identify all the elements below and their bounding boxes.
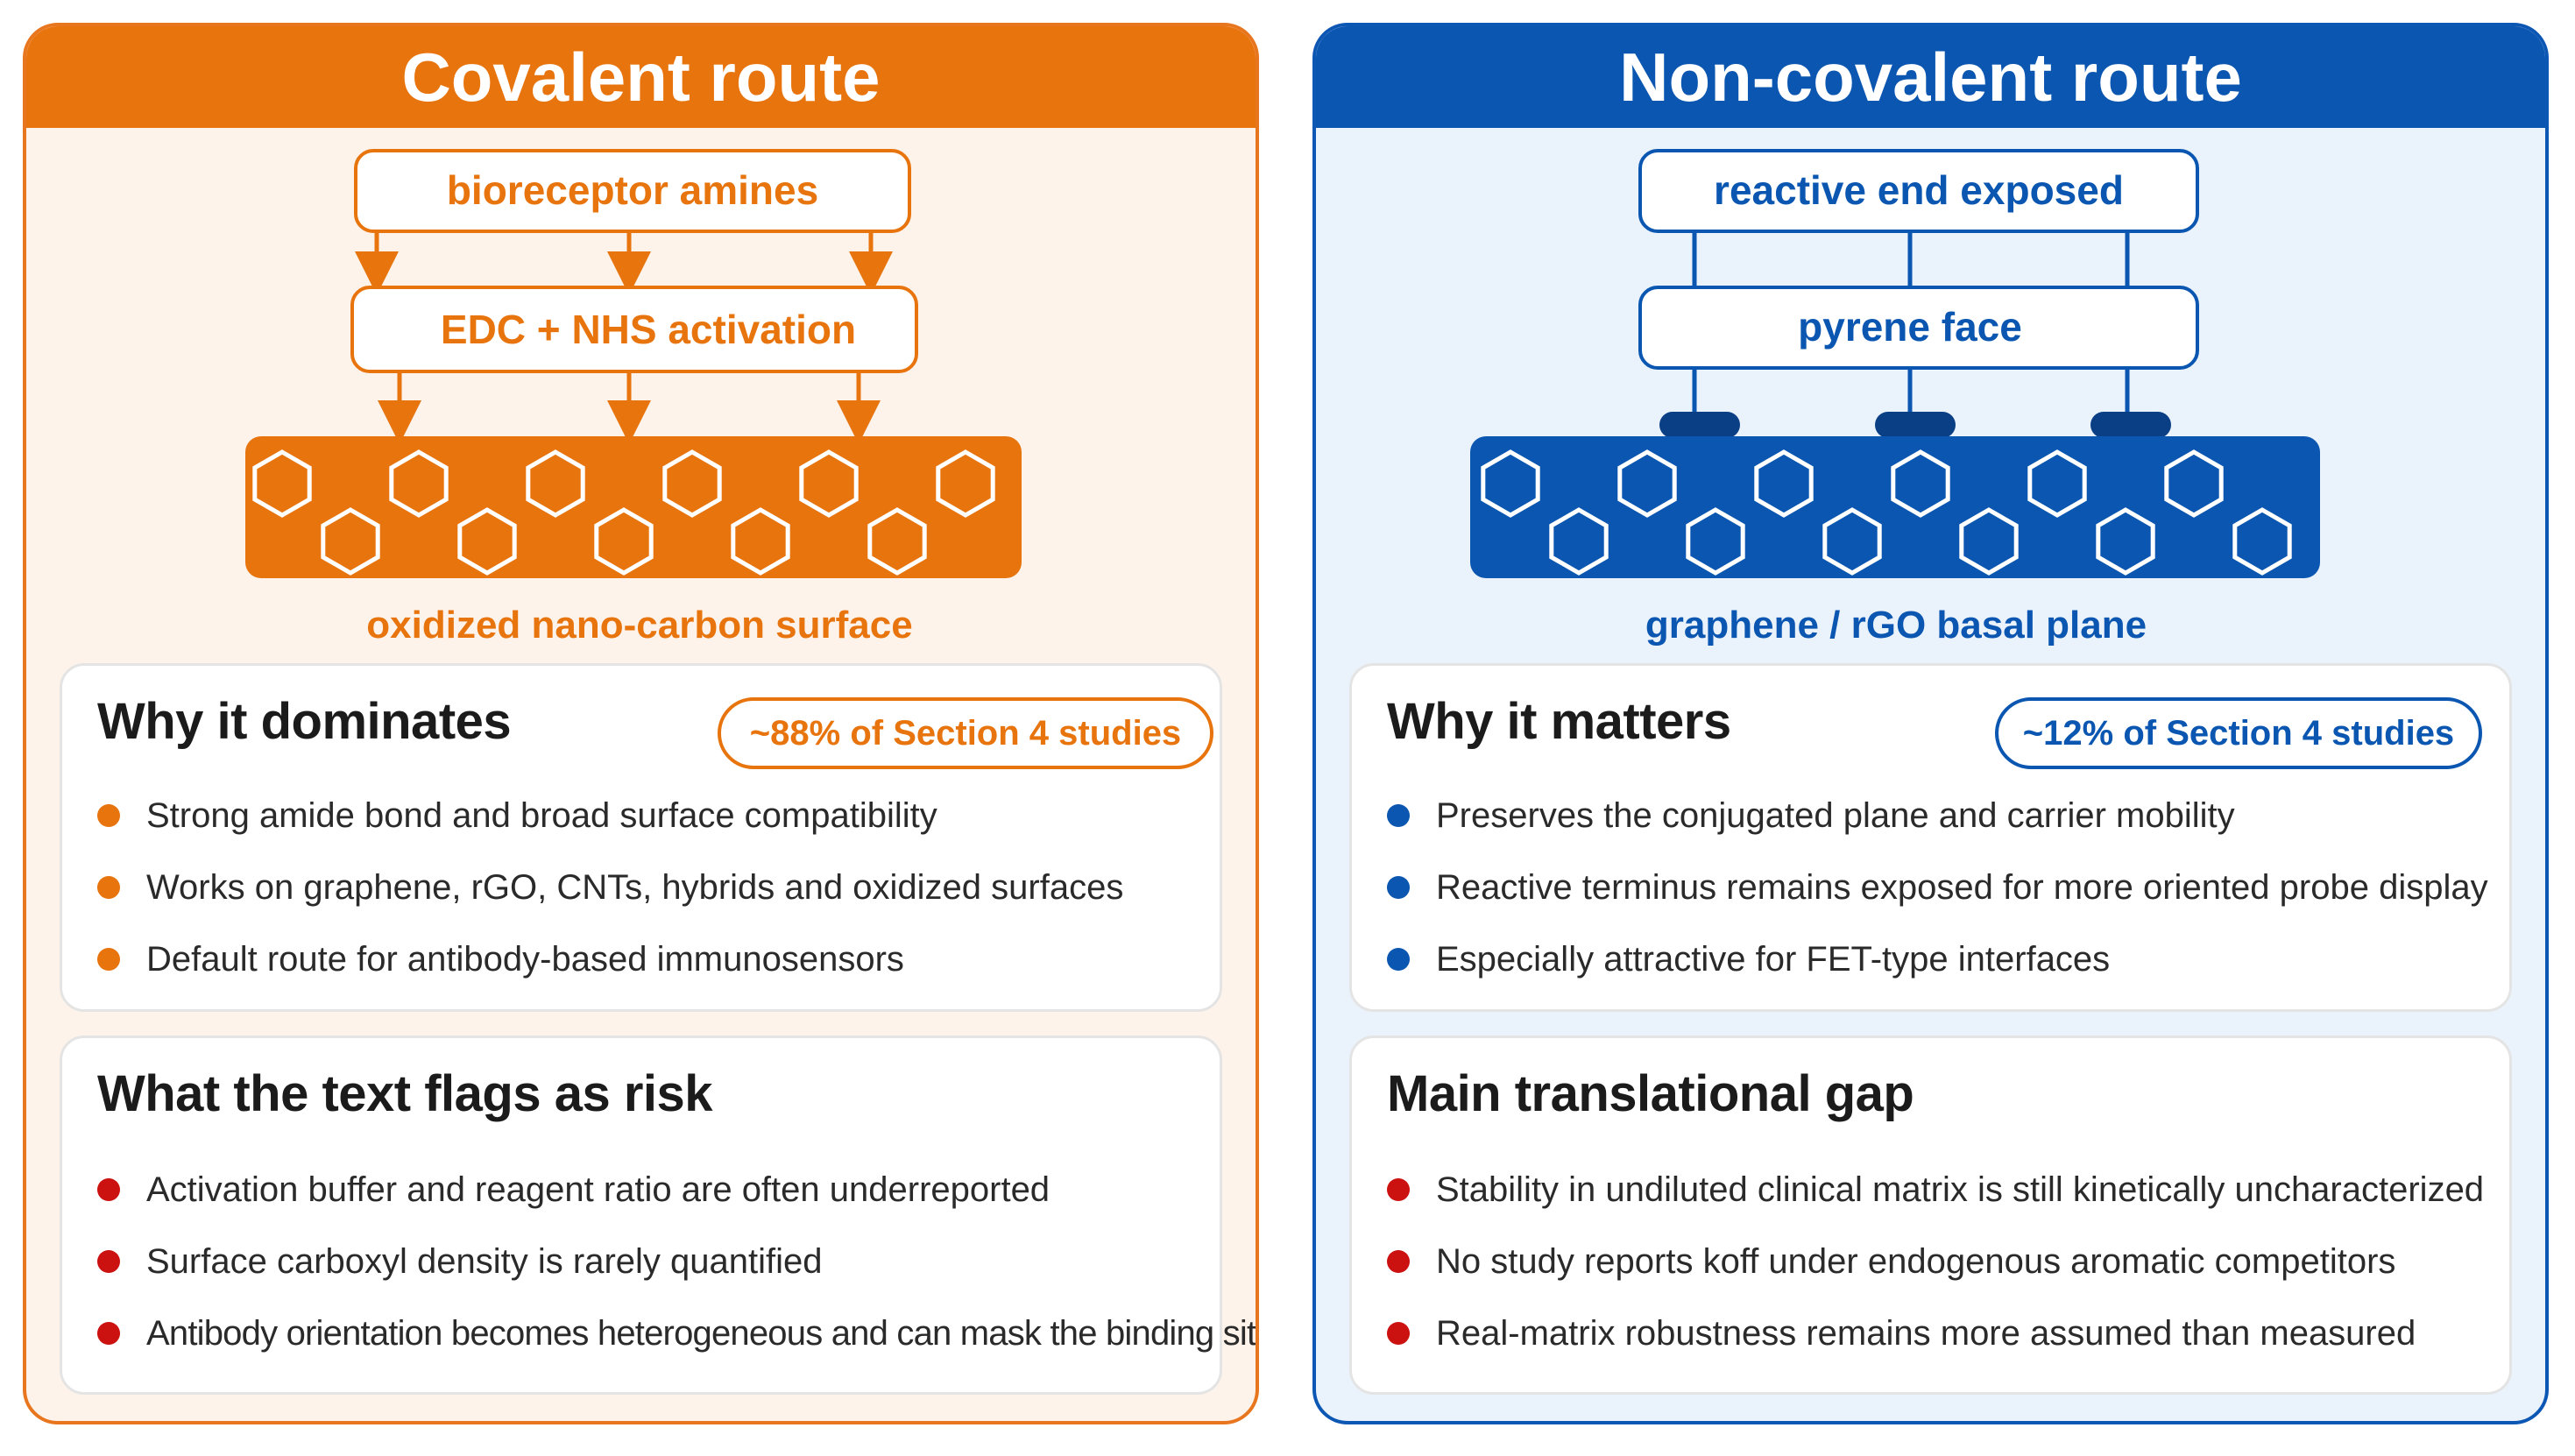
covalent-panel: Covalent route bioreceptor amines EDC + … bbox=[23, 23, 1259, 1424]
list-item: Stability in undiluted clinical matrix i… bbox=[1387, 1154, 2484, 1226]
list-item: Real-matrix robustness remains more assu… bbox=[1387, 1297, 2484, 1369]
hexagon-shape bbox=[457, 507, 517, 576]
translational-gap-card: Main translational gap Stability in undi… bbox=[1349, 1035, 2512, 1395]
bullet-icon bbox=[97, 804, 120, 827]
covalent-arrows-upper bbox=[355, 231, 893, 295]
list-item: Especially attractive for FET-type inter… bbox=[1387, 923, 2488, 995]
hexagon-shape bbox=[662, 449, 722, 518]
bioreceptor-amines-label: bioreceptor amines bbox=[447, 167, 818, 213]
list-item: Activation buffer and reagent ratio are … bbox=[97, 1154, 1256, 1226]
oxidized-surface-slab bbox=[245, 436, 1022, 578]
hexagon-shape bbox=[2164, 449, 2224, 518]
hexagon-shape bbox=[2232, 507, 2292, 576]
graphene-surface-slab bbox=[1470, 436, 2320, 578]
translational-gap-title: Main translational gap bbox=[1387, 1065, 1914, 1122]
hexagon-shape bbox=[731, 507, 790, 576]
gap-list: Stability in undiluted clinical matrix i… bbox=[1387, 1154, 2484, 1369]
why-dominates-title: Why it dominates bbox=[97, 693, 512, 750]
share-badge: ~12% of Section 4 studies bbox=[1995, 697, 2482, 769]
edc-nhs-label: EDC + NHS activation bbox=[441, 307, 856, 352]
noncovalent-connectors-upper bbox=[1692, 231, 2130, 287]
hexagon-shape bbox=[321, 507, 380, 576]
why-matters-card: Why it matters ~12% of Section 4 studies… bbox=[1349, 663, 2512, 1012]
noncovalent-diagram: reactive end exposed pyrene face graphen… bbox=[1470, 149, 2320, 647]
hexagon-shape bbox=[1481, 449, 1540, 518]
bullet-icon bbox=[97, 1178, 120, 1201]
list-item: Reactive terminus remains exposed for mo… bbox=[1387, 852, 2488, 923]
bullet-icon bbox=[1387, 948, 1410, 971]
covalent-arrows-lower bbox=[378, 371, 881, 444]
noncovalent-panel: Non-covalent route reactive end exposed … bbox=[1312, 23, 2549, 1424]
hexagon-shape bbox=[2096, 507, 2155, 576]
hexagon-shape bbox=[867, 507, 927, 576]
list-item: Preserves the conjugated plane and carri… bbox=[1387, 780, 2488, 852]
bioreceptor-amines-box bbox=[354, 149, 911, 233]
list-item: Default route for antibody-based immunos… bbox=[97, 923, 1123, 995]
graphene-surface-label: graphene / rGO basal plane bbox=[1645, 604, 2147, 647]
list-item: No study reports koff under endogenous a… bbox=[1387, 1226, 2484, 1297]
hexagon-shape bbox=[936, 449, 995, 518]
list-item: Surface carboxyl density is rarely quant… bbox=[97, 1226, 1256, 1297]
hexagon-shape bbox=[1617, 449, 1677, 518]
hexagon-shape bbox=[1822, 507, 1882, 576]
dominates-list: Strong amide bond and broad surface comp… bbox=[97, 780, 1123, 995]
hexagon-shape bbox=[1754, 449, 1814, 518]
why-matters-title: Why it matters bbox=[1387, 693, 1731, 750]
hexagon-shape bbox=[1959, 507, 2019, 576]
pyrene-face-box bbox=[1638, 286, 2199, 370]
hexagon-shape bbox=[389, 449, 449, 518]
bullet-icon bbox=[97, 1250, 120, 1273]
list-item: Works on graphene, rGO, CNTs, hybrids an… bbox=[97, 852, 1123, 923]
list-item: Antibody orientation becomes heterogeneo… bbox=[97, 1297, 1256, 1369]
hexagon-shape bbox=[1891, 449, 1950, 518]
hexagon-shape bbox=[252, 449, 312, 518]
hexagon-shape bbox=[2027, 449, 2087, 518]
bullet-icon bbox=[1387, 1178, 1410, 1201]
hexagon-shape bbox=[1549, 507, 1609, 576]
pyrene-face-label: pyrene face bbox=[1798, 304, 2022, 350]
pyrene-anchors bbox=[1659, 412, 2171, 438]
why-dominates-card: Why it dominates ~88% of Section 4 studi… bbox=[60, 663, 1222, 1012]
list-item: Strong amide bond and broad surface comp… bbox=[97, 780, 1123, 852]
bullet-icon bbox=[1387, 1322, 1410, 1345]
oxidized-surface-label: oxidized nano-carbon surface bbox=[366, 604, 912, 647]
noncovalent-title: Non-covalent route bbox=[1316, 26, 2545, 128]
bullet-icon bbox=[97, 1322, 120, 1345]
bullet-icon bbox=[1387, 1250, 1410, 1273]
bullet-icon bbox=[1387, 804, 1410, 827]
risk-card: What the text flags as risk Activation b… bbox=[60, 1035, 1256, 1395]
hexagon-shape bbox=[1686, 507, 1745, 576]
reactive-end-box bbox=[1638, 149, 2199, 233]
noncovalent-connectors-lower bbox=[1692, 368, 2130, 415]
hexagon-shape bbox=[526, 449, 585, 518]
covalent-diagram: bioreceptor amines EDC + NHS activation … bbox=[245, 149, 1022, 647]
matters-list: Preserves the conjugated plane and carri… bbox=[1387, 780, 2488, 995]
risk-title: What the text flags as risk bbox=[97, 1065, 713, 1122]
edc-nhs-box bbox=[350, 286, 918, 373]
surface-hexagon-pattern bbox=[252, 449, 995, 576]
hexagon-shape bbox=[594, 507, 654, 576]
covalent-title: Covalent route bbox=[26, 26, 1256, 128]
bullet-icon bbox=[97, 948, 120, 971]
bullet-icon bbox=[97, 876, 120, 899]
reactive-end-label: reactive end exposed bbox=[1714, 167, 2124, 213]
hexagon-shape bbox=[799, 449, 859, 518]
share-badge: ~88% of Section 4 studies bbox=[718, 697, 1213, 769]
surface-hexagon-pattern bbox=[1481, 449, 2292, 576]
bullet-icon bbox=[1387, 876, 1410, 899]
risk-list: Activation buffer and reagent ratio are … bbox=[97, 1154, 1256, 1369]
